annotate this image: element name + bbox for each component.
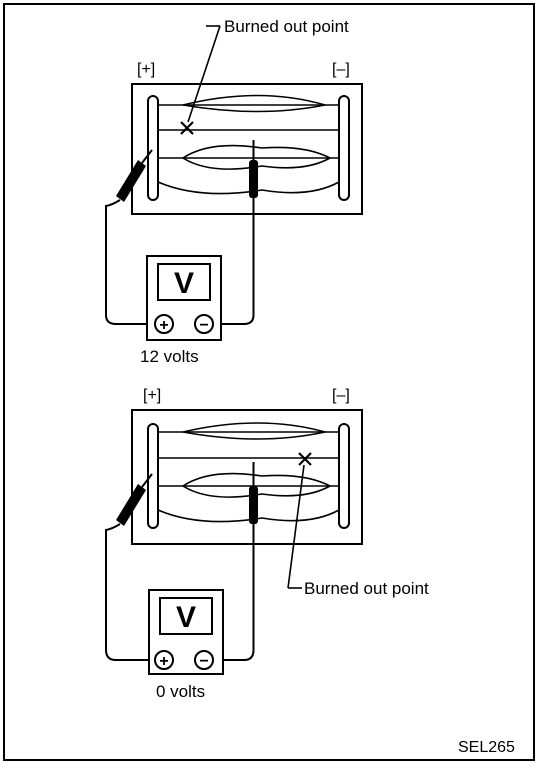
bottom-heater-lines [157, 422, 340, 523]
bottom-right-bus-bar [338, 423, 350, 529]
top-voltmeter-minus-sign: − [199, 317, 208, 334]
bottom-diagram: Burned out point [+] [–] V + − 0 volts [105, 387, 429, 701]
top-voltmeter-minus-jack[interactable] [194, 314, 214, 334]
bottom-positive-probe[interactable] [116, 484, 146, 526]
top-burned-out-mark [180, 121, 194, 135]
bottom-burned-out-mark [298, 452, 312, 466]
bottom-voltmeter-plus-jack[interactable] [154, 650, 174, 670]
bottom-voltmeter-plus-sign: + [159, 653, 168, 670]
bottom-minus-terminal: [–] [332, 387, 350, 404]
top-burned-label: Burned out point [224, 17, 349, 36]
top-voltmeter-plus-jack[interactable] [154, 314, 174, 334]
bottom-positive-probe-tip [141, 473, 153, 488]
bottom-positive-lead [105, 523, 156, 661]
top-voltmeter-display [157, 263, 211, 301]
bottom-left-bus-bar [147, 423, 159, 529]
bottom-burned-leader [287, 464, 305, 589]
top-plus-terminal: [+] [137, 61, 155, 78]
bottom-plus-terminal: [+] [143, 387, 161, 404]
bottom-negative-lead [212, 524, 255, 661]
figure-code: SEL265 [458, 739, 515, 756]
top-negative-lead [212, 198, 255, 325]
top-heater-lines [157, 94, 340, 195]
top-minus-terminal: [–] [332, 61, 350, 78]
top-burned-leader [187, 25, 221, 123]
bottom-negative-probe[interactable] [249, 486, 258, 524]
bottom-burned-label: Burned out point [304, 579, 429, 598]
bottom-window-glass [131, 409, 363, 545]
bottom-voltage-reading: 0 volts [156, 682, 205, 701]
figure-frame [3, 3, 535, 761]
top-voltmeter-plus-sign: + [159, 317, 168, 334]
bottom-voltmeter-display [159, 597, 213, 635]
top-left-bus-bar [147, 95, 159, 201]
top-positive-probe[interactable] [116, 160, 146, 202]
top-window-glass [131, 83, 363, 215]
top-positive-lead [105, 199, 156, 325]
top-negative-probe[interactable] [249, 160, 258, 198]
bottom-voltmeter-letter: V [176, 601, 196, 634]
bottom-voltmeter-minus-sign: − [199, 653, 208, 670]
top-voltmeter-letter: V [174, 267, 194, 300]
top-diagram: Burned out point [+] [–] V + − 12 volts [105, 17, 363, 366]
top-positive-probe-tip [141, 149, 153, 164]
top-voltage-reading: 12 volts [140, 347, 199, 366]
bottom-voltmeter-minus-jack[interactable] [194, 650, 214, 670]
top-right-bus-bar [338, 95, 350, 201]
